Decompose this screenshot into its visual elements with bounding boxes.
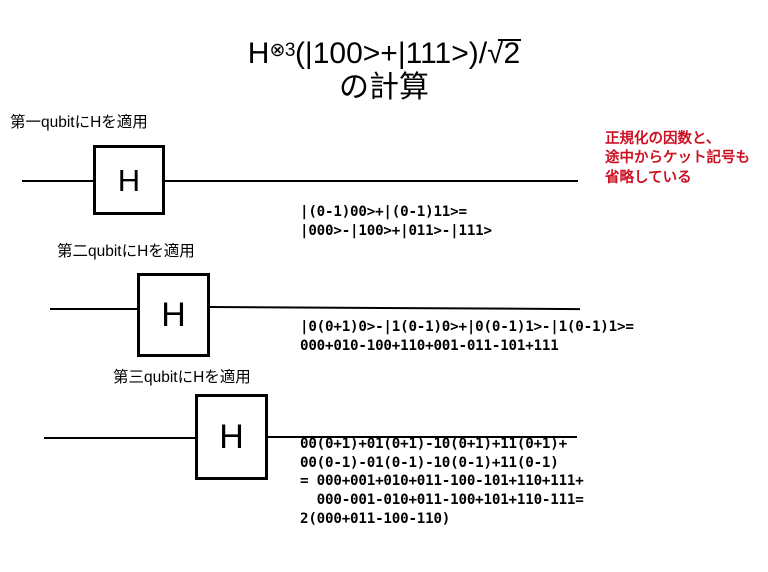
equation-step3: 00(0+1)+01(0+1)-10(0+1)+11(0+1)+ 00(0-1)… bbox=[300, 436, 584, 527]
qubit1-wire-left bbox=[22, 180, 94, 182]
hadamard-gate-qubit3[interactable]: H bbox=[195, 394, 268, 480]
caption-qubit1: 第一qubitにHを適用 bbox=[10, 114, 148, 131]
qubit1-wire-right bbox=[164, 180, 578, 182]
title-tensor-power: ⊗3 bbox=[269, 40, 295, 61]
equation-step1: |(0-1)00>+|(0-1)11>= |000>-|100>+|011>-|… bbox=[300, 204, 492, 239]
qubit2-wire-right bbox=[208, 306, 580, 311]
page-title: H⊗3(|100>+|111>)/√2 の計算 bbox=[0, 36, 768, 104]
sqrt-glyph: √ bbox=[487, 37, 504, 70]
hadamard-gate-qubit2[interactable]: H bbox=[137, 273, 210, 357]
sqrt-radicand: 2 bbox=[503, 37, 521, 70]
hadamard-gate-label: H bbox=[161, 296, 186, 334]
qubit3-wire-left bbox=[44, 437, 196, 439]
title-line-formula: H⊗3(|100>+|111>)/√2 bbox=[0, 36, 768, 71]
qubit2-wire-left bbox=[50, 308, 138, 310]
sqrt-vinculum bbox=[498, 39, 522, 41]
caption-qubit3: 第三qubitにHを適用 bbox=[113, 369, 251, 386]
hadamard-gate-label: H bbox=[219, 418, 244, 456]
hadamard-gate-label: H bbox=[117, 162, 141, 198]
title-h-symbol: H bbox=[247, 37, 270, 70]
equation-step2: |0(0+1)0>-|1(0-1)0>+|0(0-1)1>-|1(0-1)1>=… bbox=[300, 319, 634, 354]
hadamard-gate-qubit1[interactable]: H bbox=[93, 145, 165, 215]
caption-qubit2: 第二qubitにHを適用 bbox=[57, 243, 195, 260]
sqrt-icon: √2 bbox=[487, 36, 522, 71]
title-line-japanese: の計算 bbox=[339, 70, 429, 104]
qubit3-wire-right bbox=[267, 436, 577, 438]
annotation-note-red: 正規化の因数と、 途中からケット記号も 省略している bbox=[605, 131, 750, 186]
title-state-expression: (|100>+|111>)/ bbox=[294, 37, 488, 70]
